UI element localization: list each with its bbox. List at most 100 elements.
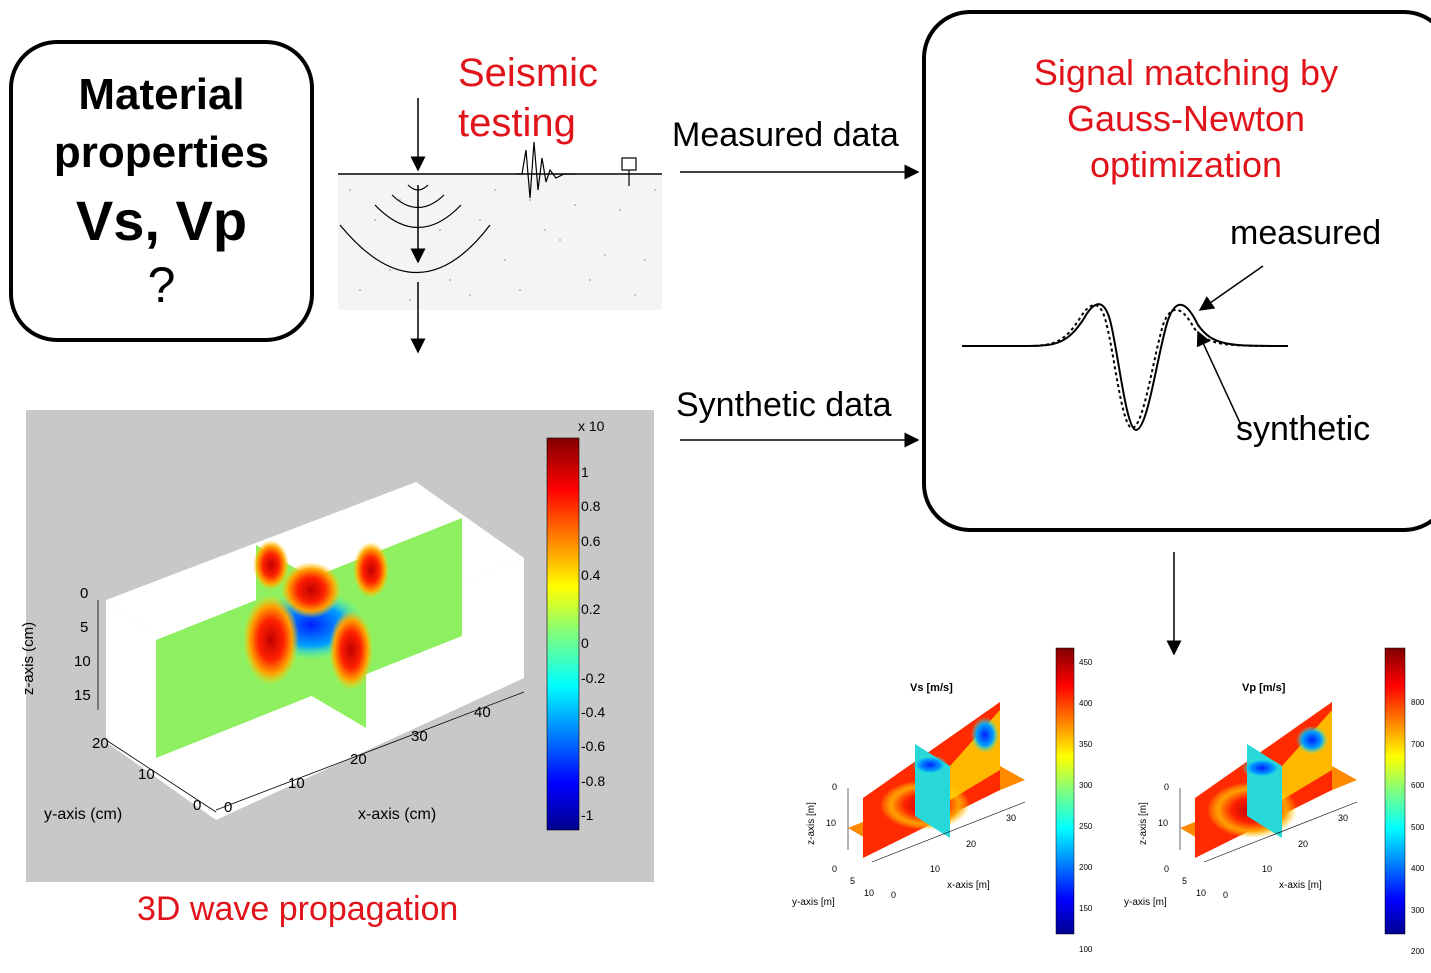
- wave-cb-tick: 1: [581, 464, 589, 480]
- wave-y-tick-20: 20: [92, 735, 109, 752]
- wave-x-tick-30: 30: [411, 728, 428, 745]
- wave-colorbar-exponent: x 10: [578, 418, 605, 434]
- signal-waveforms: [962, 265, 1289, 432]
- wave-z-tick-0: 0: [80, 585, 89, 602]
- vp-y-tick-10: 10: [1196, 888, 1207, 898]
- vs-colorbar-ticks: 450 400 350 300 250 200 150 100: [1079, 642, 1092, 970]
- vs-cb-tick: 250: [1079, 822, 1093, 831]
- seismic-line2: testing: [458, 101, 576, 145]
- vp-cb-tick: 700: [1411, 739, 1425, 749]
- wave-cb-tick: 0.6: [581, 532, 601, 549]
- result-down-arrow: [1166, 552, 1182, 656]
- wave-cb-tick: 0.4: [581, 566, 601, 583]
- wave-cb-tick: 0.2: [581, 601, 601, 618]
- measured-waveform: [962, 303, 1289, 432]
- wave-cb-tick: -1: [581, 806, 594, 823]
- signal-title-line3: optimization: [1089, 144, 1283, 185]
- vs-cb-tick: 450: [1079, 658, 1093, 667]
- wave-colorbar-ticks: 1 0.8 0.6 0.4 0.2 0 -0.2 -0.4 -0.6 -0.8 …: [581, 455, 621, 832]
- wave-cb-tick: -0.4: [581, 704, 606, 721]
- vs-cb-tick: 150: [1079, 904, 1093, 913]
- wave-y-tick-10: 10: [138, 766, 155, 783]
- wave-z-axis-label: z-axis (cm): [20, 621, 38, 696]
- vp-colorbar-ticks: 800 700 600 500 400 300 200: [1411, 682, 1424, 973]
- wave-x-axis-label: x-axis (cm): [358, 806, 437, 823]
- vp-x-axis-label: x-axis [m]: [1279, 880, 1322, 891]
- vs-y-axis-label: y-axis [m]: [792, 897, 835, 908]
- vp-x-tick-20: 20: [1298, 839, 1309, 849]
- wave-colorbar: [546, 437, 580, 831]
- vp-z-tick-10: 10: [1158, 818, 1169, 828]
- vs-x-tick-30: 30: [1006, 813, 1017, 823]
- signal-title-line1: Signal matching by: [1033, 52, 1339, 93]
- vp-3d-plot: [1179, 647, 1406, 935]
- vs-y-tick-10: 10: [864, 888, 875, 898]
- vs-x-tick-20: 20: [966, 839, 977, 849]
- wave-propagation-caption: 3D wave propagation: [137, 890, 459, 928]
- wave-x-tick-40: 40: [474, 704, 491, 721]
- vs-cb-tick: 300: [1079, 781, 1093, 790]
- seismic-testing-label: Seismic testing: [458, 48, 598, 148]
- wave-x-tick-10: 10: [288, 775, 305, 792]
- vp-cb-tick: 500: [1411, 822, 1425, 832]
- wave-cb-tick: 0.8: [581, 498, 601, 515]
- vs-z-tick-10: 10: [826, 818, 837, 828]
- material-question-mark: ?: [147, 257, 176, 313]
- wave-cb-tick: -0.2: [581, 669, 606, 686]
- vs-y-tick-0: 0: [832, 864, 838, 874]
- vp-y-tick-0: 0: [1164, 864, 1170, 874]
- measured-data-label: Measured data: [672, 116, 899, 154]
- signal-title: Signal matching by Gauss-Newton optimiza…: [926, 50, 1431, 188]
- vs-plot-title: Vs [m/s]: [910, 682, 953, 694]
- measured-label: measured: [1230, 214, 1382, 252]
- vp-x-tick-10: 10: [1262, 864, 1273, 874]
- measured-pointer: [1198, 265, 1264, 311]
- vs-y-tick-5: 5: [850, 876, 856, 886]
- wave-propagation-plot: [97, 437, 580, 831]
- seismic-ground-sketch: [338, 98, 662, 354]
- vp-z-axis-label: z-axis [m]: [1137, 802, 1149, 845]
- wave-z-tick-15: 15: [74, 687, 91, 704]
- synthetic-waveform: [1027, 304, 1289, 430]
- wave-x-tick-20: 20: [350, 751, 367, 768]
- vs-cb-tick: 100: [1079, 945, 1093, 954]
- wave-y-tick-0: 0: [193, 797, 202, 814]
- vs-3d-plot: [847, 647, 1075, 935]
- vp-z-tick-0: 0: [1164, 782, 1170, 792]
- vs-cb-tick: 350: [1079, 740, 1093, 749]
- measured-data-arrow: [680, 164, 920, 180]
- vp-x-tick-30: 30: [1338, 813, 1349, 823]
- vp-cb-tick: 200: [1411, 947, 1425, 956]
- wave-cb-tick: -0.6: [581, 738, 606, 755]
- vp-x-tick-0: 0: [1223, 890, 1229, 900]
- vp-cb-tick: 300: [1411, 905, 1425, 915]
- material-title-line2: properties: [53, 128, 270, 177]
- material-title-line1: Material: [78, 70, 245, 119]
- synthetic-data-label: Synthetic data: [676, 386, 892, 424]
- vp-colorbar: [1384, 647, 1406, 935]
- vp-plot-title: Vp [m/s]: [1242, 682, 1286, 694]
- wave-x-tick-0: 0: [224, 799, 233, 816]
- vs-x-tick-10: 10: [930, 864, 941, 874]
- wave-z-tick-5: 5: [80, 619, 89, 636]
- material-vs-vp: Vs, Vp: [75, 189, 248, 252]
- synthetic-pointer: [1196, 330, 1242, 426]
- synthetic-label: synthetic: [1236, 410, 1371, 448]
- vs-cb-tick: 200: [1079, 863, 1093, 872]
- vs-colorbar: [1055, 647, 1075, 935]
- vs-z-tick-0: 0: [832, 782, 838, 792]
- signal-title-line2: Gauss-Newton: [1066, 98, 1306, 139]
- vp-cb-tick: 600: [1411, 781, 1425, 790]
- wave-cb-tick: -0.8: [581, 772, 606, 789]
- vs-x-axis-label: x-axis [m]: [947, 880, 990, 891]
- vs-cb-tick: 400: [1079, 699, 1093, 708]
- material-properties-box: Material properties Vs, Vp ?: [9, 40, 314, 342]
- vs-x-tick-0: 0: [891, 890, 897, 900]
- vp-cb-tick: 800: [1411, 698, 1425, 707]
- vp-cb-tick: 400: [1411, 864, 1425, 873]
- signal-matching-box: Signal matching by Gauss-Newton optimiza…: [922, 10, 1431, 532]
- seismic-line1: Seismic: [458, 51, 599, 95]
- wave-y-axis-label: y-axis (cm): [44, 806, 123, 823]
- vp-y-axis-label: y-axis [m]: [1124, 897, 1167, 908]
- synthetic-data-arrow: [680, 432, 920, 448]
